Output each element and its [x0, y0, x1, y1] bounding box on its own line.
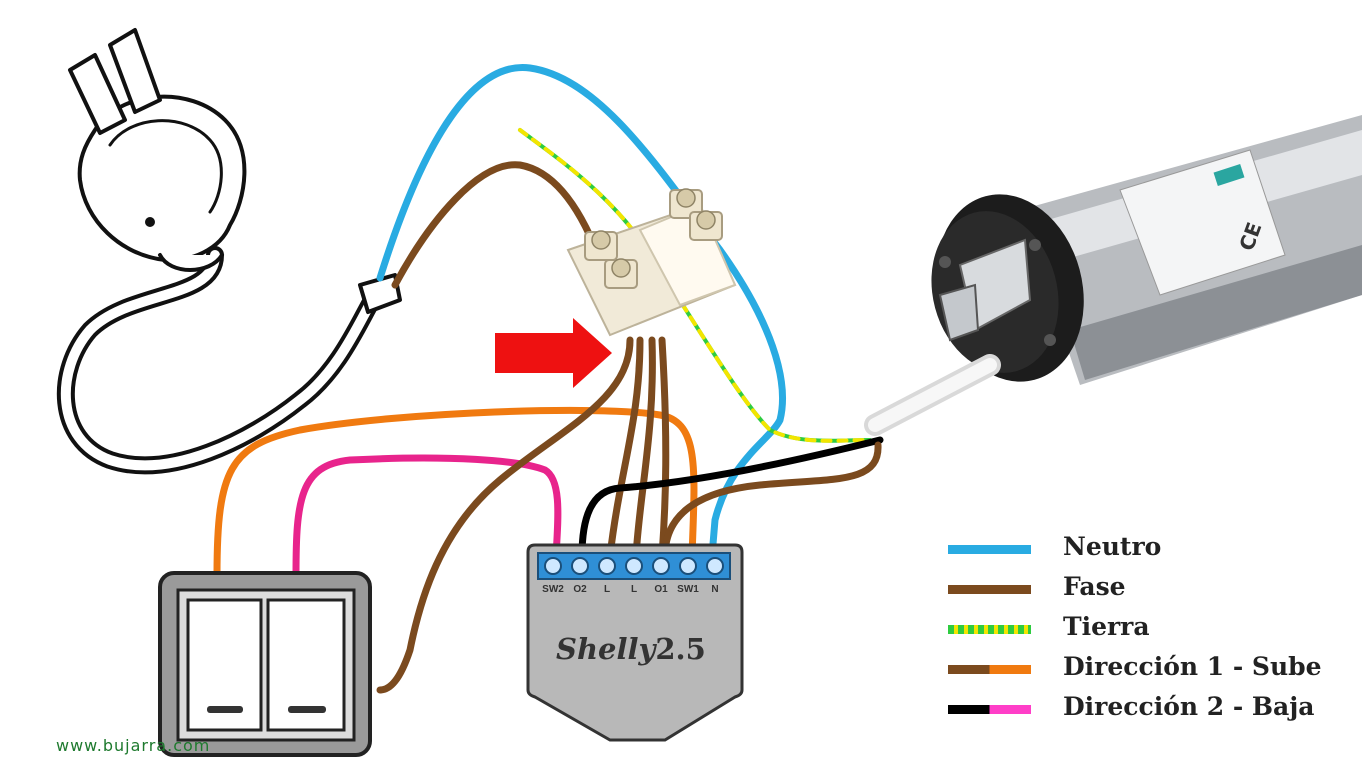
legend-item: Tierra	[945, 610, 1345, 650]
wire-down-switch	[292, 454, 562, 579]
tubular-motor	[864, 115, 1362, 436]
terminal-label: L	[603, 584, 611, 595]
legend-swatch	[948, 665, 1031, 674]
wire-down-motor	[578, 436, 884, 560]
legend-label: Fase	[1063, 572, 1126, 601]
terminal-label: SW1	[677, 584, 699, 595]
shelly-version: 2.5	[655, 632, 706, 666]
legend-label: Dirección 2 - Baja	[1063, 692, 1315, 721]
legend-item: Fase	[945, 570, 1345, 610]
legend-label: Tierra	[1063, 612, 1150, 641]
wire-neutral	[376, 64, 786, 560]
legend-item: Dirección 2 - Baja	[945, 690, 1345, 730]
legend-label: Neutro	[1063, 532, 1162, 561]
terminal-connector	[566, 188, 737, 337]
red-arrow-icon	[495, 318, 612, 388]
wire-phase-plug	[391, 161, 604, 289]
power-plug-icon	[56, 28, 402, 475]
shelly-device	[526, 543, 744, 742]
terminal-label: SW2	[542, 584, 564, 595]
terminal-label: O2	[573, 584, 587, 595]
terminal-label: O1	[654, 584, 668, 595]
wire-phase-switch	[376, 336, 634, 694]
legend-item: Neutro	[945, 530, 1345, 570]
legend-item: Dirección 1 - Sube	[945, 650, 1345, 690]
wire-up-switch	[213, 406, 698, 579]
shelly-brand: Shelly	[556, 632, 656, 666]
terminal-label: N	[711, 584, 719, 595]
legend-swatch	[948, 625, 1031, 634]
legend-label: Dirección 1 - Sube	[1063, 652, 1322, 681]
legend-swatch	[948, 705, 1031, 714]
wire-up-motor	[661, 441, 882, 560]
shelly-logo: Shelly2.5	[556, 632, 706, 666]
legend-swatch	[948, 545, 1031, 554]
legend-swatch	[948, 585, 1031, 594]
watermark: www.bujarra.com	[56, 736, 211, 755]
wall-switch	[158, 571, 372, 757]
terminal-label: L	[630, 584, 638, 595]
legend: Neutro Fase Tierra Dirección 1 - Sube Di…	[945, 530, 1345, 730]
